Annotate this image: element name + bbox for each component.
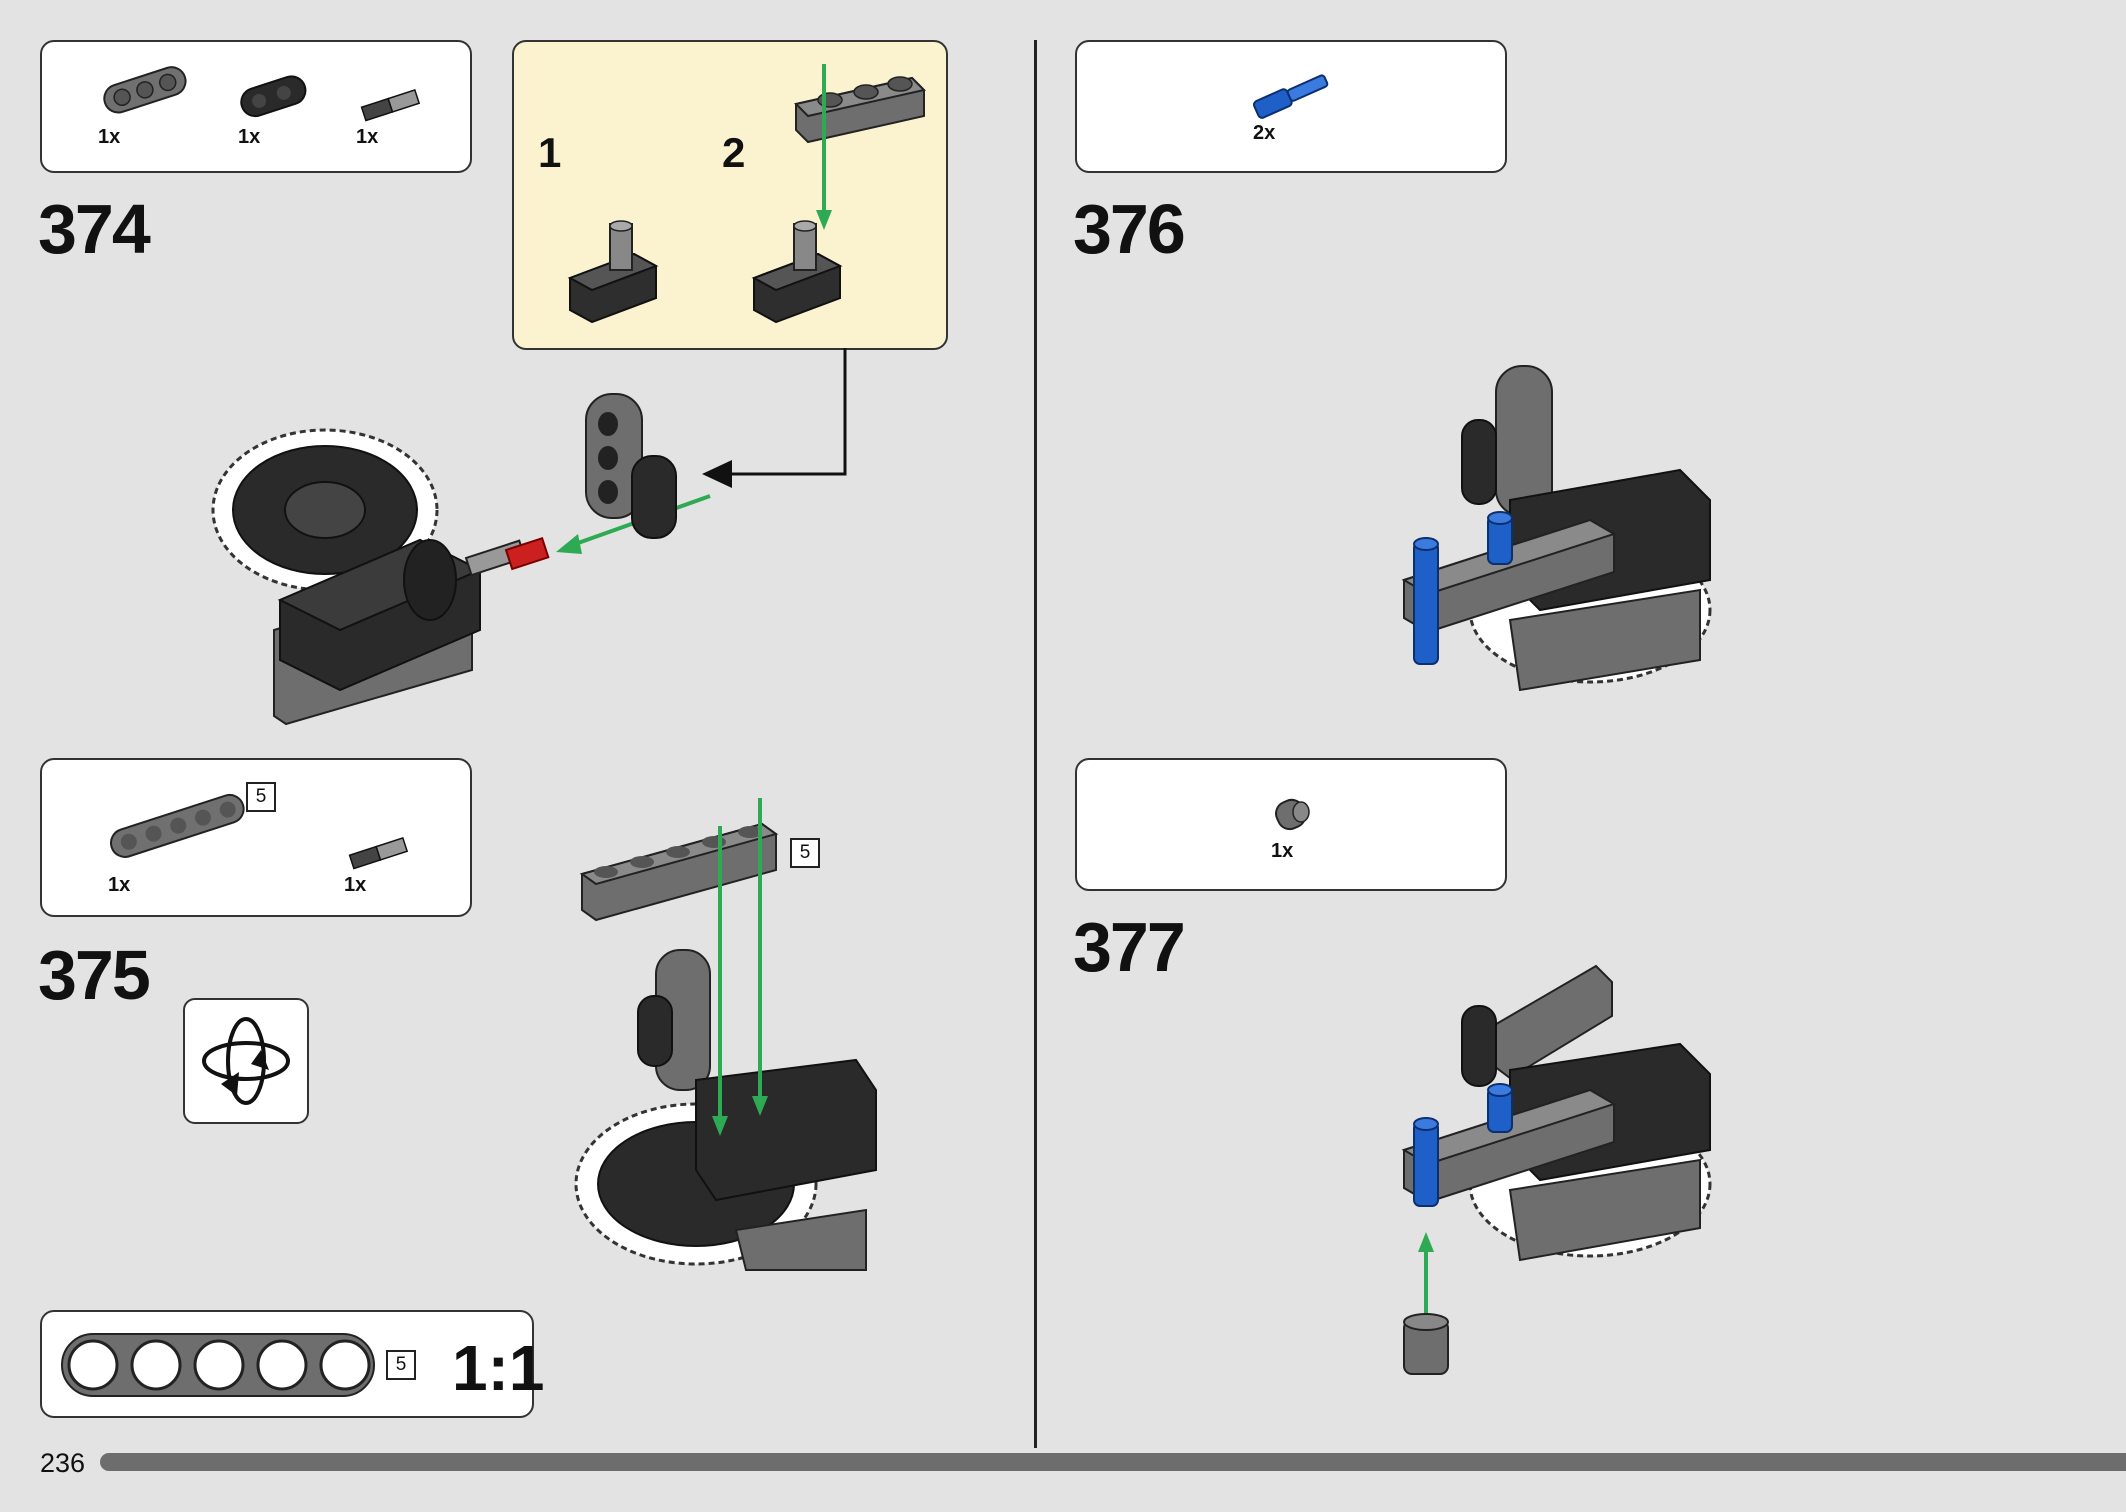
blue-pin-icon: [1252, 74, 1329, 119]
step-number: 377: [1073, 908, 1186, 986]
liftarm-l-icon: [585, 393, 677, 539]
axle-pin-icon: [360, 89, 421, 122]
page-number: 236: [40, 1448, 86, 1478]
page-divider: [1034, 40, 1037, 1448]
step-number: 376: [1073, 190, 1186, 268]
liftarm-l-with-pin-icon: [567, 220, 659, 324]
sub-step-number: 1: [538, 129, 562, 176]
bush-grey-icon: [1275, 798, 1310, 831]
parts-list-374: 1x 1x 1x: [40, 40, 472, 173]
green-arrow-icon: [816, 64, 832, 230]
part-qty: 1x: [356, 126, 379, 148]
part-qty: 1x: [1271, 840, 1294, 862]
axle-pin-icon: [348, 837, 409, 870]
beam-3-black-icon: [240, 75, 307, 118]
rotate-model-icon: [202, 1017, 290, 1105]
step-number: 374: [38, 190, 151, 268]
sub-step-callout: 1 2: [512, 40, 948, 350]
scale-reference: 5 1:1: [40, 1310, 545, 1418]
sub-step-number: 2: [722, 129, 746, 176]
part-qty: 1x: [108, 874, 131, 896]
step-number: 375: [38, 936, 151, 1014]
part-qty: 1x: [344, 874, 367, 896]
progress-bar: [100, 1453, 2126, 1471]
parts-list-376: 2x: [1075, 40, 1507, 173]
beam-3-grey-icon: [794, 76, 926, 144]
liftarm-l-with-pin-icon: [751, 220, 843, 324]
gear-assembly-376-icon: [1401, 365, 1712, 692]
beam-5-scale-icon: [61, 1333, 375, 1397]
length-badge: 5: [386, 1350, 416, 1380]
scale-label: 1:1: [452, 1332, 545, 1404]
length-badge: 5: [790, 838, 820, 868]
parts-list-375: 5 1x 1x: [40, 758, 472, 917]
part-qty: 1x: [238, 126, 261, 148]
gear-assembly-377-icon: [1401, 964, 1712, 1375]
gear-assembly-375-icon: [574, 798, 877, 1271]
part-qty: 2x: [1253, 122, 1276, 144]
gear-assembly-374-icon: [211, 428, 711, 726]
beam-5-grey-icon: [110, 793, 245, 858]
part-qty: 1x: [98, 126, 121, 148]
rotate-model-box: [183, 998, 309, 1124]
length-badge: 5: [246, 782, 276, 812]
parts-list-377: 1x: [1075, 758, 1507, 891]
callout-pointer-icon: [702, 348, 847, 488]
beam-3-grey-icon: [103, 66, 187, 114]
